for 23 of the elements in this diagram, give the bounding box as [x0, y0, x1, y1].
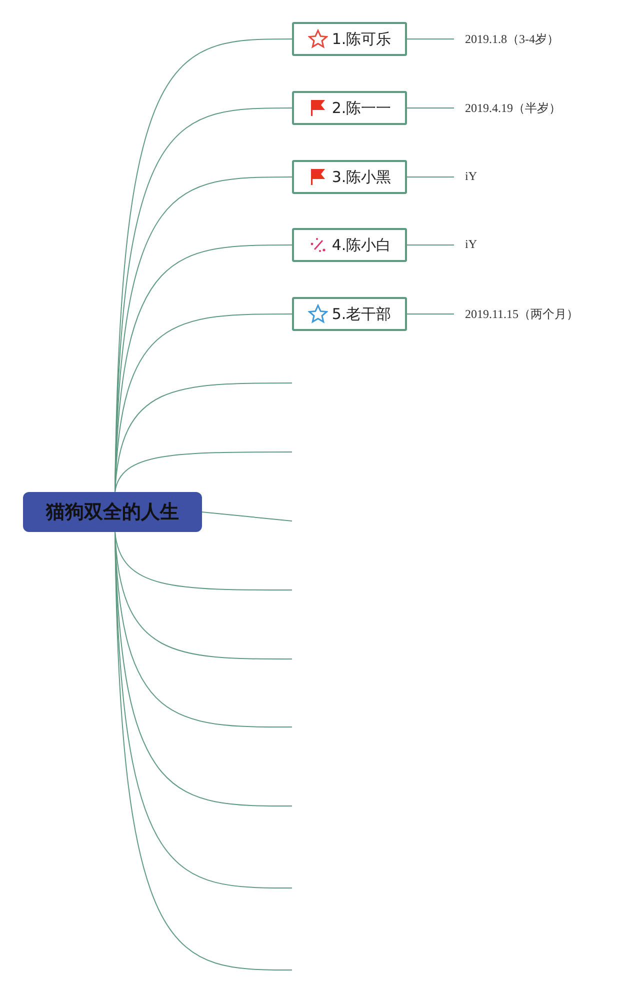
connector-line	[406, 244, 454, 246]
note-text: 2019.11.15（两个月）	[465, 306, 579, 323]
note-text: 2019.4.19（半岁）	[465, 100, 561, 117]
note-text: iY	[465, 169, 477, 184]
topic-box	[292, 160, 407, 194]
topic-box	[292, 91, 407, 125]
topic-label: 1.陈可乐	[332, 30, 392, 48]
topic-label: 5.老干部	[332, 304, 392, 324]
note-text: 2019.1.8（3-4岁）	[465, 31, 559, 48]
topic-label: 2.陈一一	[332, 98, 392, 118]
connector-line	[114, 452, 292, 492]
connector-line	[406, 176, 454, 178]
topic-box	[292, 297, 407, 331]
connector-line	[406, 38, 454, 40]
topic-box	[292, 228, 407, 262]
connector-line	[202, 512, 292, 522]
topic-label: 3.陈小黑	[332, 168, 392, 186]
connector-line	[114, 382, 292, 492]
root-topic: 猫狗双全的人生	[23, 492, 202, 532]
topic-label: 4.陈小白	[332, 236, 392, 254]
note-text: iY	[465, 237, 477, 252]
topic-box	[292, 22, 407, 56]
connector-line	[114, 532, 292, 590]
